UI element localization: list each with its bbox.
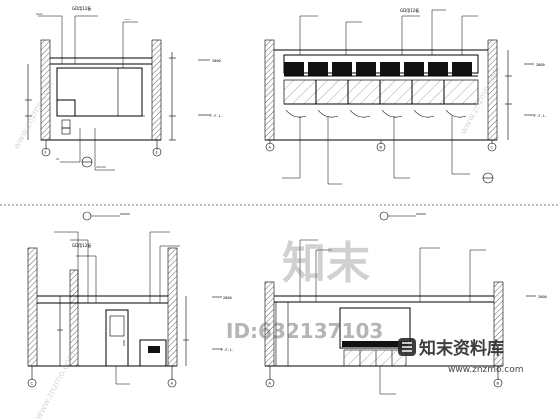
- axis-label-a: A: [269, 382, 272, 386]
- wall-left: [27, 247, 38, 367]
- axis-label-b: B: [497, 382, 500, 386]
- elevation-bottom-right: 2800 A B: [264, 211, 547, 395]
- door: [105, 309, 129, 367]
- level-floor-label: F.F.L.: [210, 114, 223, 118]
- level-top-label: 2800: [212, 59, 221, 63]
- level-top-label: 2800: [538, 295, 547, 299]
- axis-label-left: F: [45, 151, 47, 155]
- watermark-logo-text: 知末: [282, 238, 370, 289]
- watermark-id: ID:632137103: [226, 319, 383, 343]
- axis-label-left: C: [31, 382, 34, 386]
- elevation-top-right: GD用12板 2800 F.F.L. A B C: [264, 7, 547, 185]
- level-top-label: 2800: [536, 63, 545, 67]
- wall-right: [151, 39, 162, 141]
- brand-name: 知末资料库: [418, 338, 504, 359]
- svg-text:▭: ▭: [56, 157, 59, 161]
- callout-board: GD用12板: [72, 5, 91, 11]
- elevation-top-left: ▭▭ GD用12板 —— ▭ ▭▭▭ 2800 F.F.L. F E: [25, 5, 223, 171]
- callout-board: GD用12板: [400, 7, 419, 13]
- wall-right: [167, 247, 178, 367]
- watermark-diagonal-bottom: www.znzmo.com: [34, 350, 78, 420]
- svg-text:——: ——: [124, 17, 132, 21]
- brand-url: www.znzmo.com: [448, 365, 523, 375]
- axis-label-b: B: [380, 146, 383, 150]
- level-floor-label: F.F.L.: [221, 348, 234, 352]
- svg-text:▭▭: ▭▭: [36, 12, 43, 16]
- brand-badge: 知末资料库 www.znzmo.com: [398, 338, 523, 375]
- shelf-unit: [339, 307, 411, 349]
- axis-label-c: C: [491, 146, 494, 150]
- axis-label-right: A: [171, 382, 174, 386]
- level-top-label: 2800: [223, 296, 232, 300]
- wall-left: [264, 39, 275, 141]
- axis-label-right: E: [156, 151, 158, 155]
- elevation-bottom-left: GD用12板 2800 F.F.L. C A: [27, 211, 234, 388]
- level-floor-label: F.F.L.: [534, 114, 547, 118]
- axis-label-a: A: [269, 146, 272, 150]
- svg-text:▭▭▭: ▭▭▭: [96, 165, 106, 169]
- callout-board: GD用12板: [72, 242, 91, 248]
